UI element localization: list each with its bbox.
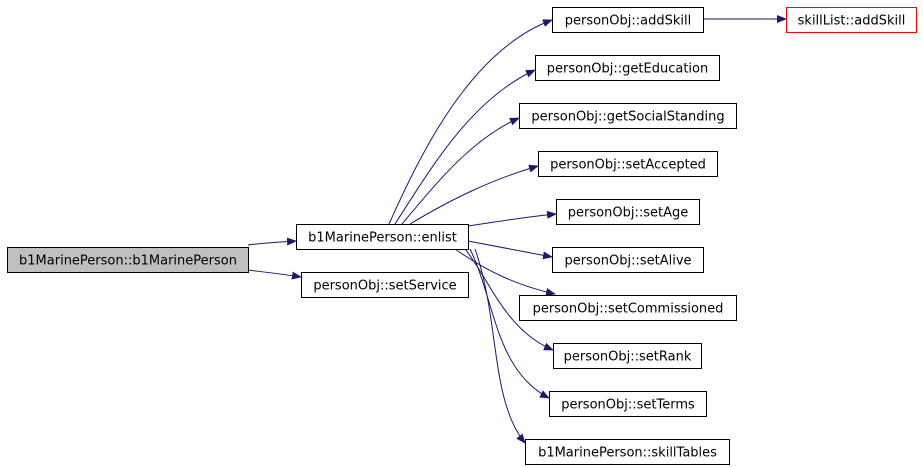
edge-enlist-to-skillTables	[474, 248, 526, 444]
node-label: b1MarinePerson::b1MarinePerson	[19, 254, 237, 269]
node-label: personObj::setCommissioned	[533, 302, 724, 317]
edge-root-to-setService	[247, 269, 302, 280]
node-label: personObj::addSkill	[565, 14, 692, 29]
node-label: personObj::setService	[313, 279, 456, 294]
node-enlist[interactable]: b1MarinePerson::enlist	[296, 224, 469, 250]
node-setCommissioned[interactable]: personObj::setCommissioned	[519, 295, 737, 321]
node-setTerms[interactable]: personObj::setTerms	[549, 391, 707, 417]
node-setAlive[interactable]: personObj::setAlive	[552, 247, 704, 273]
node-box	[553, 343, 702, 369]
node-label: b1MarinePerson::skillTables	[538, 446, 717, 461]
node-box	[296, 224, 469, 250]
edges-layer	[247, 15, 787, 444]
node-box	[519, 295, 737, 321]
node-box	[301, 272, 469, 298]
node-setRank[interactable]: personObj::setRank	[553, 343, 702, 369]
node-label: b1MarinePerson::enlist	[308, 231, 457, 246]
node-box	[519, 103, 737, 129]
node-box	[556, 199, 700, 225]
edge-enlist-to-addSkill	[388, 19, 553, 225]
edge-enlist-to-setRank	[464, 248, 554, 351]
node-setService[interactable]: personObj::setService	[301, 272, 469, 298]
node-root[interactable]: b1MarinePerson::b1MarinePerson	[7, 247, 249, 273]
node-box	[525, 439, 730, 465]
node-getSocialStanding[interactable]: personObj::getSocialStanding	[519, 103, 737, 129]
node-box	[538, 151, 718, 177]
node-label: personObj::getSocialStanding	[531, 110, 724, 125]
node-setAccepted[interactable]: personObj::setAccepted	[538, 151, 718, 177]
node-label: skillList::addSkill	[798, 14, 906, 29]
node-box	[552, 7, 704, 33]
node-setAge[interactable]: personObj::setAge	[556, 199, 700, 225]
nodes-layer: b1MarinePerson::b1MarinePersonb1MarinePe…	[7, 7, 917, 465]
node-getEducation[interactable]: personObj::getEducation	[535, 55, 720, 81]
edge-enlist-to-setAlive	[467, 240, 553, 260]
node-box	[7, 247, 249, 273]
edge-enlist-to-setAccepted	[409, 164, 539, 225]
node-label: personObj::getEducation	[547, 62, 708, 77]
node-box	[786, 7, 917, 33]
node-label: personObj::setAge	[568, 206, 688, 221]
edge-enlist-to-setCommissioned	[454, 248, 556, 296]
node-label: personObj::setAlive	[564, 254, 691, 269]
node-label: personObj::setTerms	[561, 398, 695, 413]
node-box	[552, 247, 704, 273]
edge-enlist-to-setTerms	[469, 248, 550, 399]
node-box	[549, 391, 707, 417]
node-label: personObj::setRank	[564, 350, 692, 365]
node-skillTables[interactable]: b1MarinePerson::skillTables	[525, 439, 730, 465]
edge-enlist-to-setAge	[467, 210, 557, 227]
edge-enlist-to-getSocialStanding	[401, 117, 520, 225]
node-skillListAdd[interactable]: skillList::addSkill	[786, 7, 917, 33]
edge-enlist-to-getEducation	[394, 69, 536, 225]
node-box	[535, 55, 720, 81]
edge-root-to-enlist	[247, 237, 297, 246]
node-addSkill[interactable]: personObj::addSkill	[552, 7, 704, 33]
node-label: personObj::setAccepted	[550, 158, 706, 173]
